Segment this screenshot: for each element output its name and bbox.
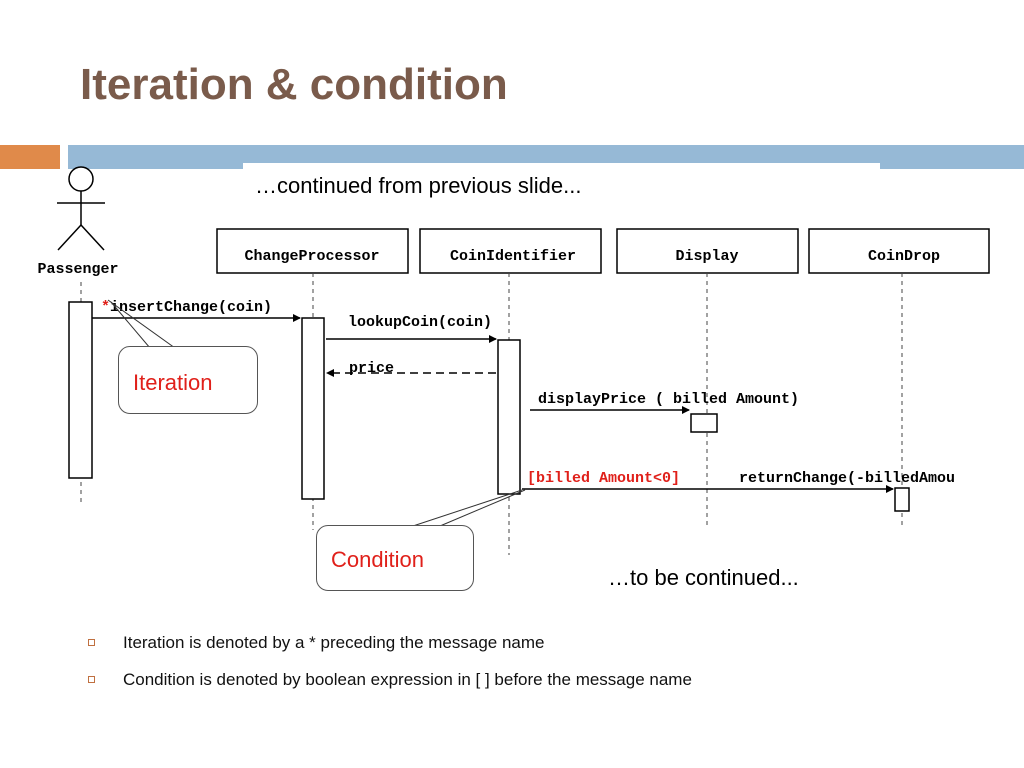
object-box-changeprocessor [216,228,409,274]
object-label-coindrop: CoinDrop [868,248,940,265]
message-return-change-label: returnChange(-billedAmou [739,470,955,487]
activation-coinidentifier [497,339,521,495]
object-box-coinidentifier [419,228,602,274]
condition-note: Condition [316,525,474,591]
stick-figure-icon [57,166,105,251]
object-box-display [616,228,799,274]
bullet-item: Iteration is denoted by a * preceding th… [88,628,692,665]
bullet-item: Condition is denoted by boolean expressi… [88,665,692,702]
slide-title: Iteration & condition [80,60,508,109]
activation-coindrop [894,487,910,512]
square-bullet-icon [88,639,95,646]
to-be-continued-text: …to be continued... [608,565,799,590]
accent-bar-gap [243,163,880,175]
object-box-coindrop [808,228,990,274]
continued-from-text: …continued from previous slide... [255,173,582,198]
bullet-list: Iteration is denoted by a * preceding th… [88,628,692,702]
iteration-note: Iteration [118,346,258,414]
object-label-changeprocessor: ChangeProcessor [244,248,379,265]
activation-passenger [68,301,93,479]
iteration-marker: * [101,299,110,316]
message-price-label: price [349,360,394,377]
activation-display [690,413,718,433]
object-label-coinidentifier: CoinIdentifier [450,248,576,265]
object-label-display: Display [675,248,738,265]
message-lookup-coin-label: lookupCoin(coin) [348,314,492,331]
bullet-text: Iteration is denoted by a * preceding th… [123,633,545,652]
accent-bar-orange [0,145,60,169]
message-display-price-label: displayPrice ( billed Amount) [538,391,799,408]
square-bullet-icon [88,676,95,683]
bullet-text: Condition is denoted by boolean expressi… [123,670,692,689]
message-insert-change-label: *insertChange(coin) [101,299,272,316]
activation-changeprocessor [301,317,325,500]
condition-callout-pointer [412,489,523,527]
actor-label: Passenger [37,261,118,278]
guard-condition-label: [billed Amount<0] [527,470,680,487]
